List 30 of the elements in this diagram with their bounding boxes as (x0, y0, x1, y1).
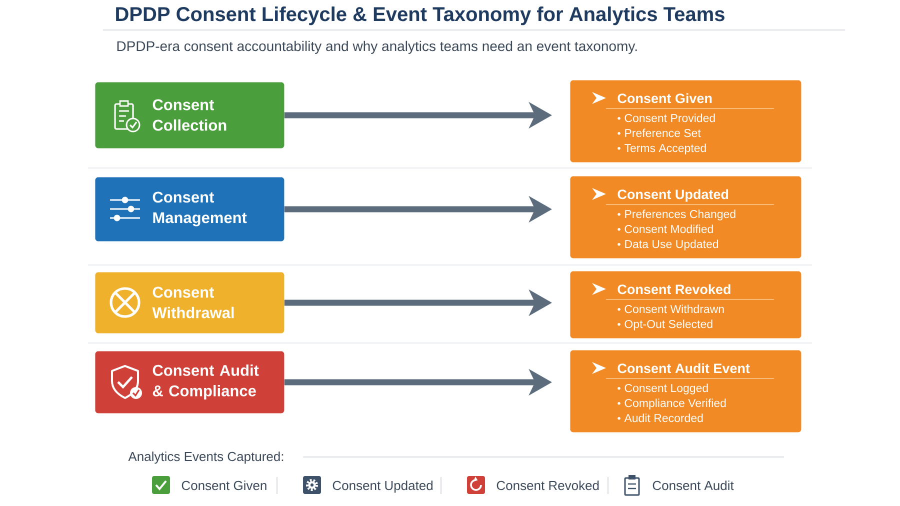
subtitle: DPDP-era consent accountability and why analytics teams need an event taxonomy. (117, 40, 637, 54)
heading: Consent Revoked (618, 284, 730, 294)
legend-label: Consent Audit (652, 480, 734, 490)
list-item: Preferences Changed (625, 210, 736, 220)
stage-box: Consent Management (95, 177, 284, 242)
list-item: Data Use Updated (625, 240, 718, 250)
list-item: Consent Modified (624, 224, 713, 234)
list-item: Audit Recorded (624, 414, 703, 422)
stage-box: Consent Audit & Compliance (95, 351, 284, 414)
event-box (570, 271, 802, 338)
event-box (570, 80, 802, 162)
legend-label: Consent Given (182, 480, 266, 490)
heading: Consent Given (618, 93, 712, 104)
list-item: Consent Provided (624, 114, 715, 122)
stage-box: Consent Collection (95, 82, 284, 148)
heading: Consent Audit Event (618, 363, 750, 374)
event-box (570, 350, 802, 432)
list-item: Consent Logged (624, 384, 708, 394)
stage-box: Consent Withdrawal (95, 272, 284, 334)
heading: Consent Updated (618, 189, 728, 202)
section-label: Analytics Events Captured: (128, 452, 284, 464)
list-item: Preference Set (625, 128, 701, 138)
legend-label: Consent Revoked (496, 480, 599, 490)
list-item: Consent Withdrawn (624, 304, 724, 314)
title: DPDP Consent Lifecycle & Event Taxonomy for Analytics Teams (116, 6, 724, 26)
list-item: Opt-Out Selected (624, 320, 712, 330)
list-item: Terms Accepted (624, 144, 706, 154)
legend-label: Consent Updated (332, 480, 433, 493)
list-item: Compliance Verified (624, 398, 726, 410)
event-box (570, 176, 802, 258)
